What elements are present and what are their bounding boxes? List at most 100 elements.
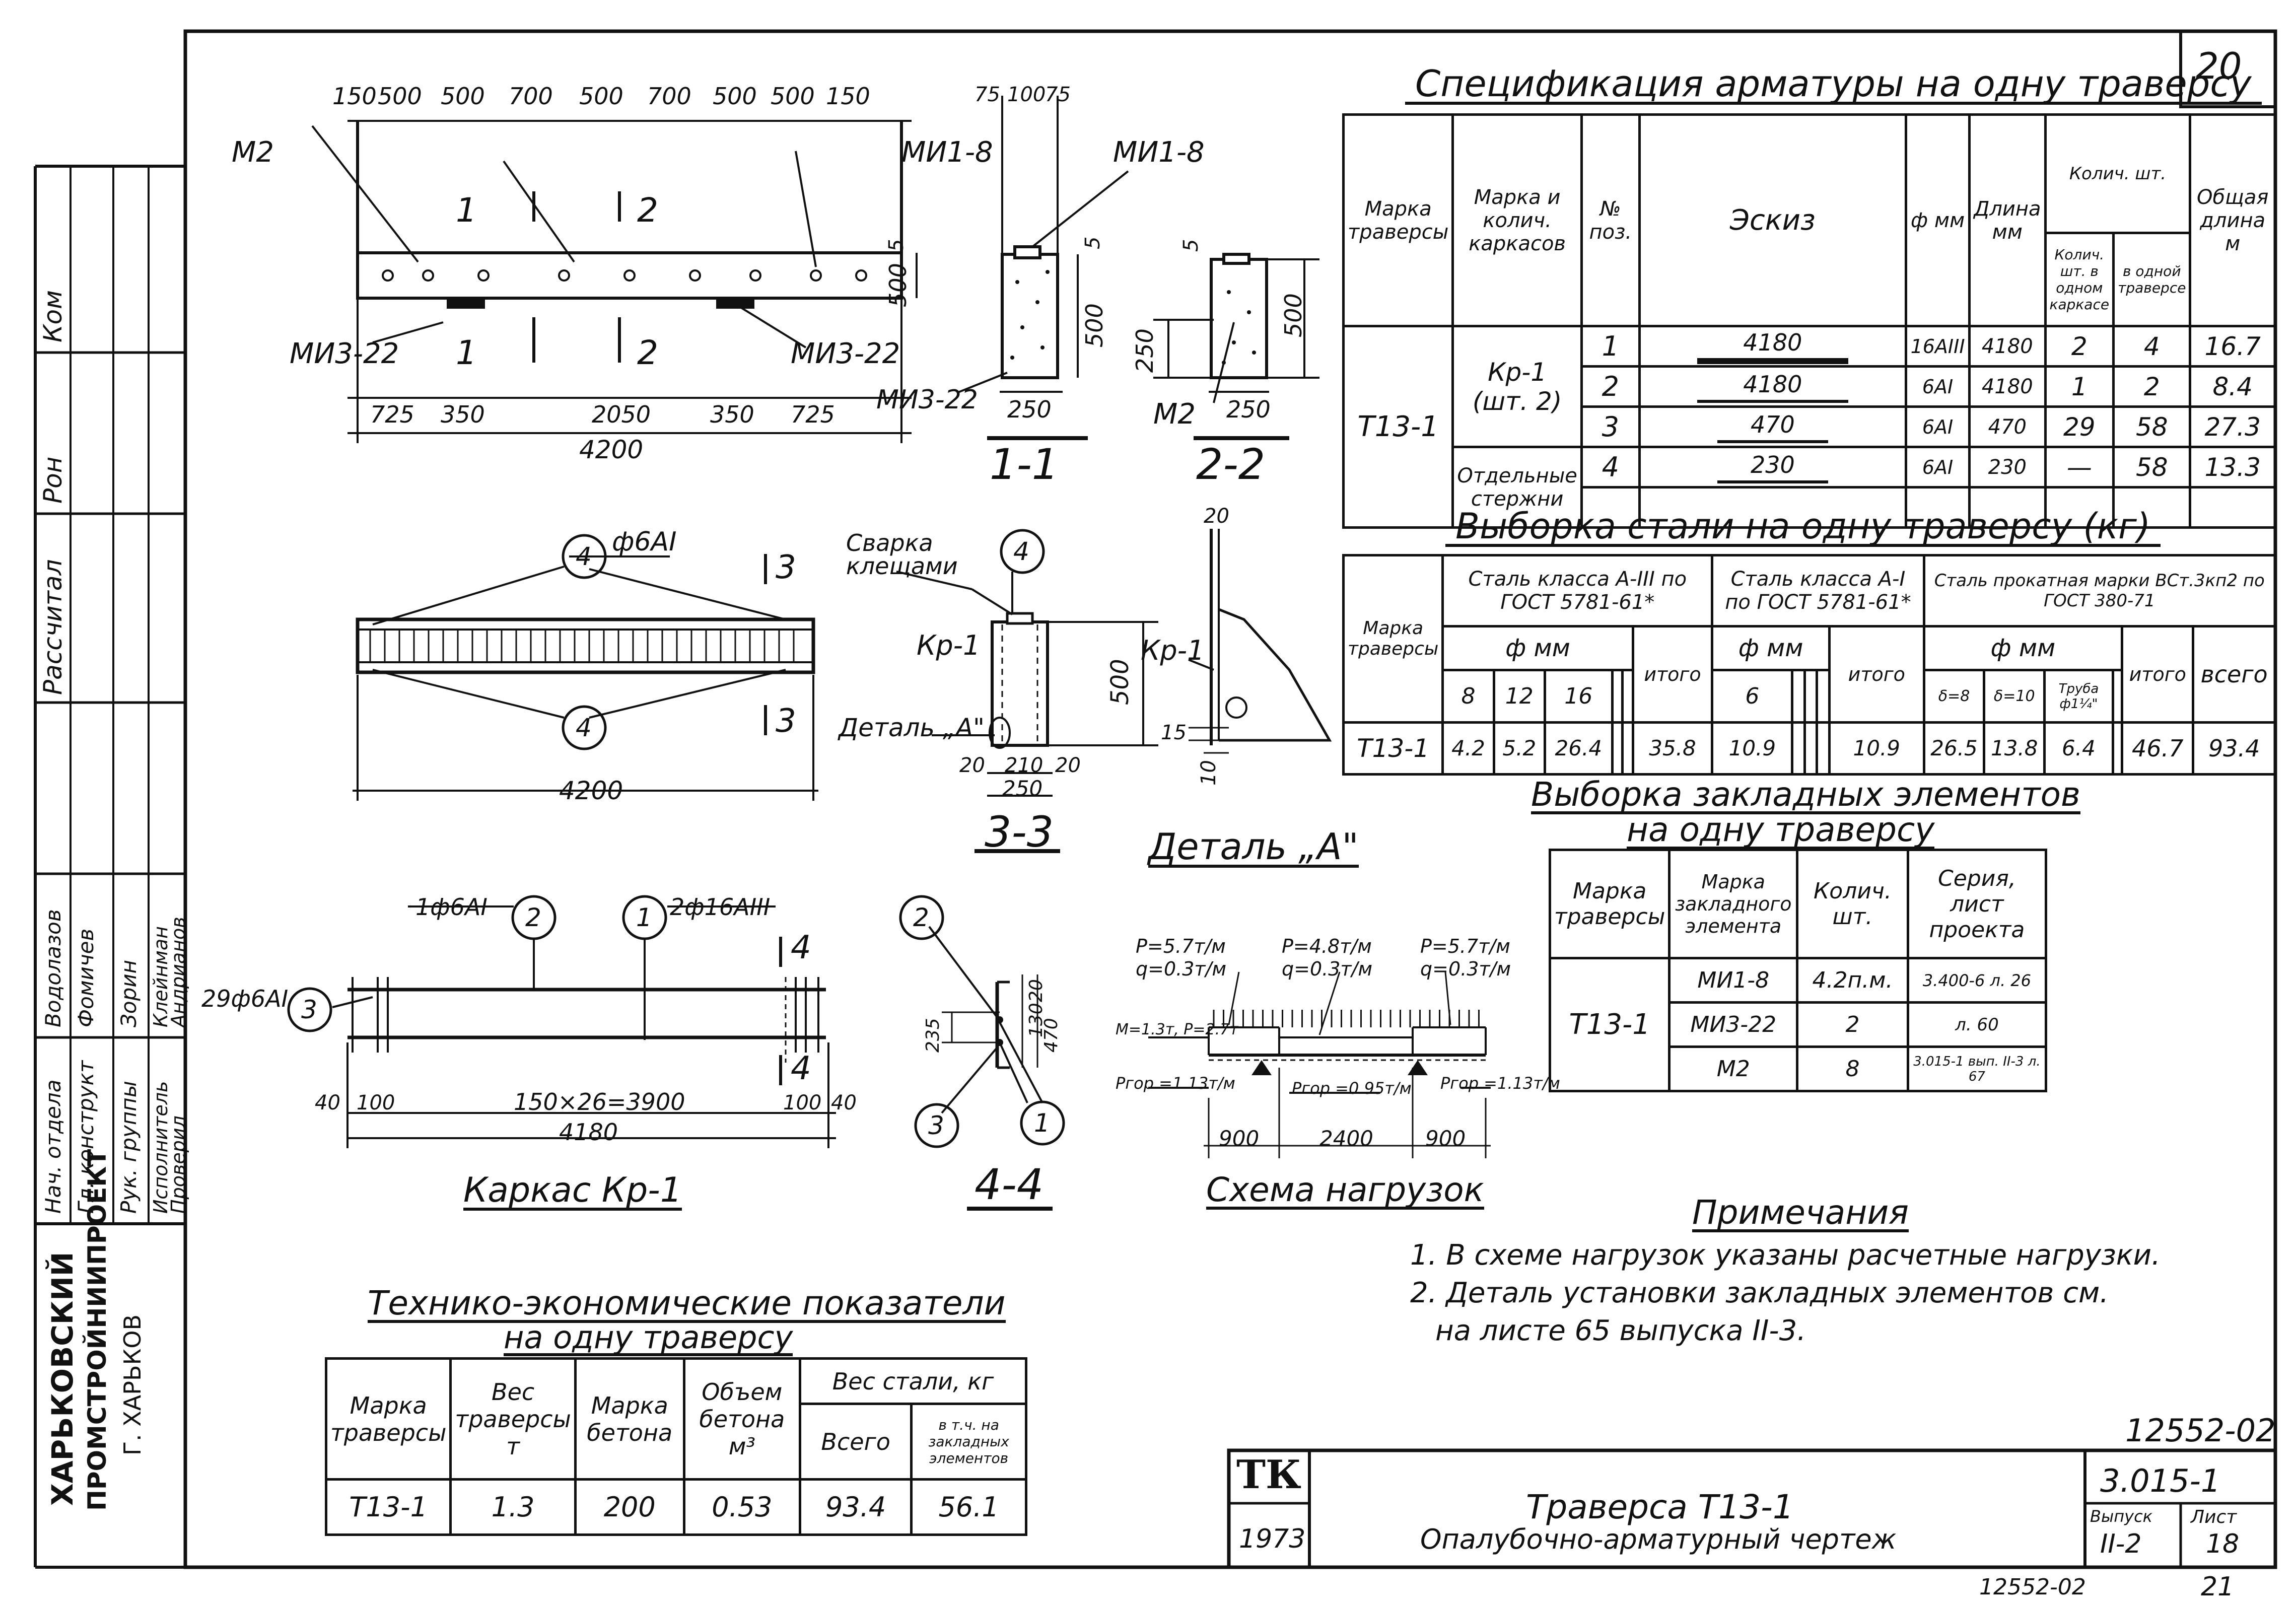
- spec-sketch-1: 4180: [1638, 325, 1908, 368]
- s11-title: 1-1: [990, 440, 1059, 489]
- steel-row-e2: [1621, 721, 1634, 776]
- elev-bot-dim-4: 350: [710, 401, 754, 428]
- load-q2: q=0.3т/м: [1282, 958, 1372, 980]
- spec-empty-1: [1580, 486, 1641, 529]
- steel-row-e1: [1611, 721, 1624, 776]
- elev-label-mi1: МИ1-8: [901, 136, 993, 169]
- spec-trav: Т13-1: [1342, 325, 1454, 529]
- steel-row-e4: [1803, 721, 1819, 776]
- tech-h-7: в т.ч. на закладных элементов: [910, 1403, 1027, 1481]
- emb-mark-1: МИ1-8: [1668, 957, 1799, 1004]
- load-title: Схема нагрузок: [1206, 1170, 1484, 1210]
- emb-ref-1: 3.400-6 л. 26: [1906, 957, 2048, 1004]
- elev-bot-dim-3: 2050: [592, 401, 651, 428]
- kp1-callout-3: 3: [301, 995, 317, 1024]
- emb-mark-3: М2: [1668, 1045, 1799, 1092]
- spec-len-4: 230: [1968, 446, 2047, 488]
- steel-h-dmm-1: ф мм: [1441, 625, 1634, 672]
- steel-h-pipe: Труба ф1¼": [2043, 669, 2114, 724]
- load-p2: P=4.8т/м: [1282, 935, 1372, 957]
- elev-top-dim-8: 500: [771, 83, 815, 110]
- elev-top-dim-3: 500: [441, 83, 485, 110]
- s33-dim-3: 20: [1055, 754, 1081, 777]
- kp1-bar-1: 2ф16АIII: [670, 893, 771, 921]
- spec-group-2: Отдельные стержни: [1451, 446, 1583, 529]
- kp1-dim-4: 100: [783, 1091, 822, 1114]
- steel-row-e6: [2111, 721, 2124, 776]
- steel-row-f: 13.8: [1983, 721, 2046, 776]
- spec-len-2: 4180: [1968, 365, 2047, 408]
- steel-row-e3: [1791, 721, 1806, 776]
- s33-weld: Сварка клещами: [846, 529, 958, 580]
- elev-label-m2: М2: [232, 136, 274, 169]
- sheet-stamp-top: 12552-02: [2125, 1412, 2276, 1449]
- spec-n1-2: 1: [2044, 365, 2115, 408]
- steel-h-d8: δ=8: [1922, 669, 1986, 724]
- da-15: 15: [1161, 721, 1187, 744]
- kp1-dim-5: 40: [831, 1091, 857, 1114]
- elev-cut-2-top: 2: [637, 191, 658, 230]
- spec-empty-3: [1905, 486, 1971, 529]
- load-dim-2: 2400: [1319, 1126, 1373, 1151]
- load-q3: q=0.3т/м: [1420, 958, 1511, 980]
- titleblock-list: 18: [2206, 1529, 2240, 1559]
- kp1-total: 4180: [559, 1119, 618, 1146]
- spec-h-len: Длина мм: [1968, 113, 2047, 327]
- tech-row-steel-embedded: 56.1: [910, 1478, 1027, 1536]
- steel-row-total: 93.4: [2192, 721, 2276, 776]
- s44-callout-1: 1: [1034, 1108, 1050, 1138]
- emb-qty-2: 2: [1796, 1001, 1909, 1048]
- plan33-cut-bottom: 3: [776, 703, 796, 740]
- elev-top-dim-5: 500: [579, 83, 623, 110]
- tech-h-3: Марка бетона: [574, 1357, 685, 1481]
- steel-h-16: 16: [1543, 669, 1614, 724]
- da-top: 20: [1204, 505, 1229, 528]
- steel-row-g1-total: 35.8: [1631, 721, 1714, 776]
- spec-n2-2: 2: [2112, 365, 2192, 408]
- tech-title-2: на одну траверсу: [504, 1319, 793, 1356]
- titleblock-series: 3.015-1: [2100, 1462, 2221, 1499]
- spec-total-4: 13.3: [2189, 446, 2276, 488]
- load-q1: q=0.3т/м: [1136, 958, 1226, 980]
- kp1-bar-left: 29ф6АI: [201, 985, 289, 1012]
- spec-pos-2: 2: [1580, 365, 1641, 408]
- elev-label-mi3-right: МИ3-22: [791, 337, 900, 370]
- kp1-bar-2: 1ф6АI: [415, 893, 488, 921]
- s33-title: 3-3: [985, 807, 1054, 857]
- elev-total: 4200: [579, 435, 644, 464]
- s33-dim-1: 20: [959, 754, 985, 777]
- elev-top-dim-6: 700: [647, 83, 691, 110]
- s11-top-2: 100: [1007, 83, 1046, 106]
- spec-table: Марка траверсы Марка и колич. каркасов №…: [1342, 113, 2276, 529]
- spec-h-count: Колич. шт.: [2044, 113, 2192, 234]
- kp1-cut-top: 4: [791, 929, 811, 966]
- s44-callout-3: 3: [928, 1111, 944, 1140]
- tech-h-1: Марка траверсы: [324, 1357, 452, 1481]
- tech-title-1: Технико-экономические показатели: [368, 1284, 1006, 1323]
- spec-n2-1: 4: [2112, 325, 2192, 368]
- steel-h-e4: [1803, 669, 1819, 724]
- load-p1: P=5.7т/м: [1136, 935, 1226, 957]
- emb-ref-2: л. 60: [1906, 1001, 2048, 1048]
- load-r2: Pгор.=0.95т/м: [1292, 1079, 1412, 1098]
- s44-title: 4-4: [975, 1160, 1044, 1209]
- spec-total-1: 16.7: [2189, 325, 2276, 368]
- emb-trav: Т13-1: [1548, 957, 1671, 1092]
- steel-h-e5: [1816, 669, 1831, 724]
- steel-title: Выборка стали на одну траверсу (кг): [1445, 509, 2161, 547]
- emb-qty-3: 8: [1796, 1045, 1909, 1092]
- steel-h-e2: [1621, 669, 1634, 724]
- steel-h-itogo-3: итого: [2121, 625, 2195, 724]
- tech-row-concrete: 200: [574, 1478, 685, 1536]
- elev-bot-dim-5: 725: [791, 401, 835, 428]
- load-m: М=1.3т, Р=2.7т: [1116, 1021, 1238, 1038]
- steel-h-g1: Сталь класса А-III по ГОСТ 5781-61*: [1441, 553, 1714, 628]
- notes-item-1: 1. В схеме нагрузок указаны расчетные на…: [1410, 1239, 2161, 1272]
- s22-label-m2: М2: [1153, 398, 1196, 431]
- s22-width: 250: [1226, 396, 1271, 423]
